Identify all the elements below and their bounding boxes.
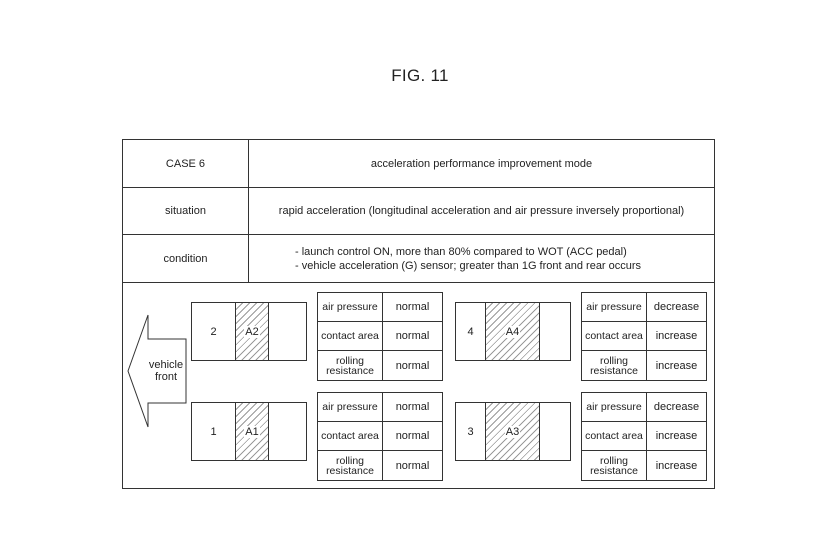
state-key: contact area [582, 322, 647, 350]
state-row: contact area increase [582, 422, 706, 451]
situation-text: rapid acceleration (longitudinal acceler… [278, 205, 685, 217]
state-value: normal [395, 401, 430, 413]
state-value: decrease [653, 401, 700, 413]
state-value: increase [655, 430, 698, 442]
state-value: normal [395, 459, 430, 472]
tire-3: 3 A3 [455, 402, 571, 461]
state-row: rolling resistance normal [318, 451, 442, 480]
state-row: rolling resistance increase [582, 451, 706, 480]
state-row: rolling resistance increase [582, 351, 706, 380]
header-row: CASE 6 acceleration performance improvem… [123, 140, 714, 188]
state-row: contact area normal [318, 422, 442, 451]
state-key: rolling resistance [318, 451, 383, 480]
state-key-line: rolling [335, 454, 364, 467]
contact-zone-a1: A1 [236, 403, 269, 460]
state-key: air pressure [582, 393, 647, 421]
state-row: air pressure decrease [582, 293, 706, 322]
figure-title: FIG. 11 [391, 66, 449, 85]
state-key-line: rolling [599, 454, 628, 467]
vehicle-front-label: vehicle front [142, 359, 190, 383]
zone-label: A3 [504, 425, 521, 438]
zone-label: A1 [244, 425, 260, 438]
situation-label: situation [123, 188, 249, 234]
state-key: rolling resistance [582, 351, 647, 380]
mode-title: acceleration performance improvement mod… [370, 157, 593, 170]
state-value: normal [395, 359, 430, 372]
state-value: increase [655, 459, 698, 472]
tire-number: 1 [192, 403, 236, 460]
tire-2: 2 A2 [191, 302, 307, 361]
tire-number: 4 [456, 303, 486, 360]
state-key: air pressure [582, 293, 647, 321]
contact-zone-a4: A4 [486, 303, 540, 360]
tire-4: 4 A4 [455, 302, 571, 361]
state-value: decrease [653, 301, 700, 313]
condition-label: condition [123, 235, 249, 282]
state-key: contact area [318, 422, 383, 450]
contact-zone-a2: A2 [236, 303, 269, 360]
state-key-line: resistance [326, 464, 374, 477]
state-key: air pressure [318, 293, 383, 321]
state-key-line: resistance [590, 464, 638, 477]
state-row: air pressure normal [318, 393, 442, 422]
state-value: normal [395, 430, 430, 442]
tire-3-state-table: air pressure decrease contact area incre… [581, 392, 707, 481]
tire-1: 1 A1 [191, 402, 307, 461]
tire-2-state-table: air pressure normal contact area normal … [317, 292, 443, 381]
state-row: air pressure decrease [582, 393, 706, 422]
zone-label: A2 [244, 325, 260, 338]
state-key-line: rolling [599, 354, 628, 367]
condition-row: condition - launch control ON, more than… [123, 235, 714, 283]
state-key-line: resistance [326, 364, 374, 377]
state-key: contact area [318, 322, 383, 350]
condition-text: - launch control ON, more than 80% compa… [249, 235, 714, 282]
state-row: contact area increase [582, 322, 706, 351]
state-row: air pressure normal [318, 293, 442, 322]
condition-line: - vehicle acceleration (G) sensor; great… [295, 259, 642, 272]
zone-label: A4 [504, 325, 521, 338]
state-key: rolling resistance [582, 451, 647, 480]
condition-line: - launch control ON, more than 80% compa… [295, 245, 627, 258]
tire-4-state-table: air pressure decrease contact area incre… [581, 292, 707, 381]
tire-1-state-table: air pressure normal contact area normal … [317, 392, 443, 481]
state-key-line: rolling [335, 354, 364, 367]
state-value: normal [395, 301, 430, 313]
vehicle-front-arrow-icon [127, 314, 187, 428]
state-value: increase [655, 330, 698, 342]
case-table: CASE 6 acceleration performance improvem… [122, 139, 715, 489]
case-label: CASE 6 [123, 140, 249, 187]
arrow-label-line: vehicle [148, 359, 184, 371]
state-key-line: resistance [590, 364, 638, 377]
tire-number: 3 [456, 403, 486, 460]
state-key: air pressure [318, 393, 383, 421]
state-key: rolling resistance [318, 351, 383, 380]
contact-zone-a3: A3 [486, 403, 540, 460]
state-row: contact area normal [318, 322, 442, 351]
situation-row: situation rapid acceleration (longitudin… [123, 188, 714, 235]
state-key: contact area [582, 422, 647, 450]
state-row: rolling resistance normal [318, 351, 442, 380]
tire-number: 2 [192, 303, 236, 360]
state-value: normal [395, 330, 430, 342]
arrow-label-line: front [154, 371, 177, 383]
state-value: increase [655, 359, 698, 372]
